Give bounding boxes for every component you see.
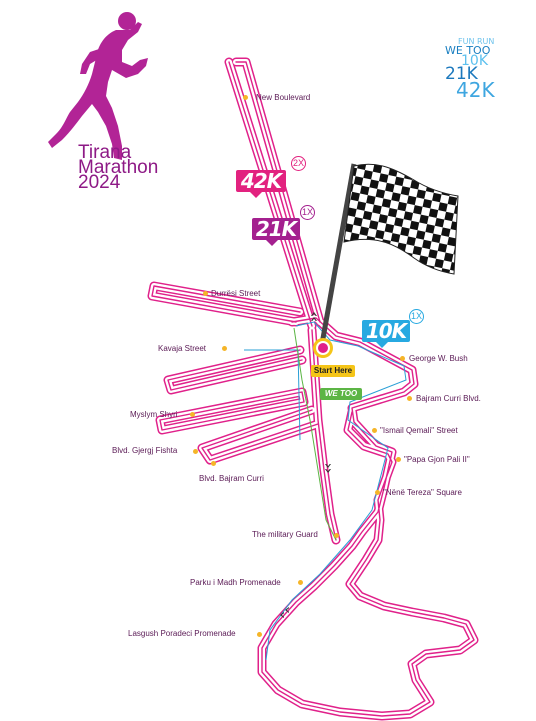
poi-dot — [375, 490, 380, 495]
poi-dot — [211, 461, 216, 466]
street-bajram-curri-right: Bajram Curri Blvd. — [416, 394, 481, 403]
street-durresi: Durrësi Street — [211, 289, 261, 298]
street-george-bush: George W. Bush — [409, 354, 468, 363]
poi-dot — [372, 428, 377, 433]
poi-dot — [257, 632, 262, 637]
street-military-guard: The military Guard — [252, 530, 318, 539]
legend-21k: 21K — [445, 64, 478, 84]
legend-42k: 42K — [456, 78, 495, 102]
legend-fun-run: FUN RUN — [458, 37, 495, 46]
street-lasgush-poradeci: Lasgush Poradeci Promenade — [128, 629, 236, 638]
route-tag-42k-label: 42K — [240, 169, 282, 193]
checkered-flag-icon — [319, 163, 459, 345]
poi-dot — [190, 412, 195, 417]
street-nene-tereza: "Nënë Tereza" Square — [383, 488, 462, 497]
route-tag-10k: 10K — [362, 319, 410, 348]
poi-dot — [400, 356, 405, 361]
start-pin-icon — [313, 338, 333, 358]
poi-dot — [203, 291, 208, 296]
legend-10k: 10K — [461, 53, 488, 69]
poi-dot — [334, 533, 339, 538]
route-tag-42k-laps: 2X — [291, 156, 306, 171]
legend-we-too: WE TOO — [445, 44, 491, 57]
street-myslym: Myslym Shyri — [130, 410, 178, 419]
route-tag-10k-label: 10K — [365, 319, 407, 343]
route-tag-10k-laps: 1X — [409, 309, 424, 324]
street-gjergj-fishta: Blvd. Gjergj Fishta — [112, 446, 178, 455]
runner-silhouette-icon — [48, 12, 148, 160]
route-tag-21k-laps: 1X — [300, 205, 315, 220]
street-ismail-qemali: "Ismail Qemali" Street — [380, 426, 458, 435]
street-new-boulevard: New Boulevard — [256, 93, 311, 102]
street-bajram-curri-left: Blvd. Bajram Curri — [199, 474, 264, 483]
poi-dot — [193, 449, 198, 454]
event-title-line1: Tirana — [78, 142, 132, 163]
poi-dot — [243, 95, 248, 100]
street-parku-madh: Parku i Madh Promenade — [190, 578, 281, 587]
route-tag-21k: 21K — [252, 217, 300, 246]
chevron-arrow-icon — [280, 312, 331, 618]
route-tag-42k: 42K — [236, 169, 286, 198]
poi-dot — [407, 396, 412, 401]
event-year: 2024 — [78, 172, 121, 193]
poi-dot — [222, 346, 227, 351]
we-too-route-tag: WE TOO — [320, 388, 362, 400]
poi-dot — [298, 580, 303, 585]
start-here-label: Start Here — [311, 365, 355, 377]
poi-dot — [396, 457, 401, 462]
street-kavaja: Kavaja Street — [158, 344, 207, 353]
event-title-line2: Marathon — [78, 157, 159, 178]
street-papa-gjon-pali: "Papa Gjon Pali II" — [404, 455, 470, 464]
route-tag-21k-label: 21K — [255, 217, 297, 241]
